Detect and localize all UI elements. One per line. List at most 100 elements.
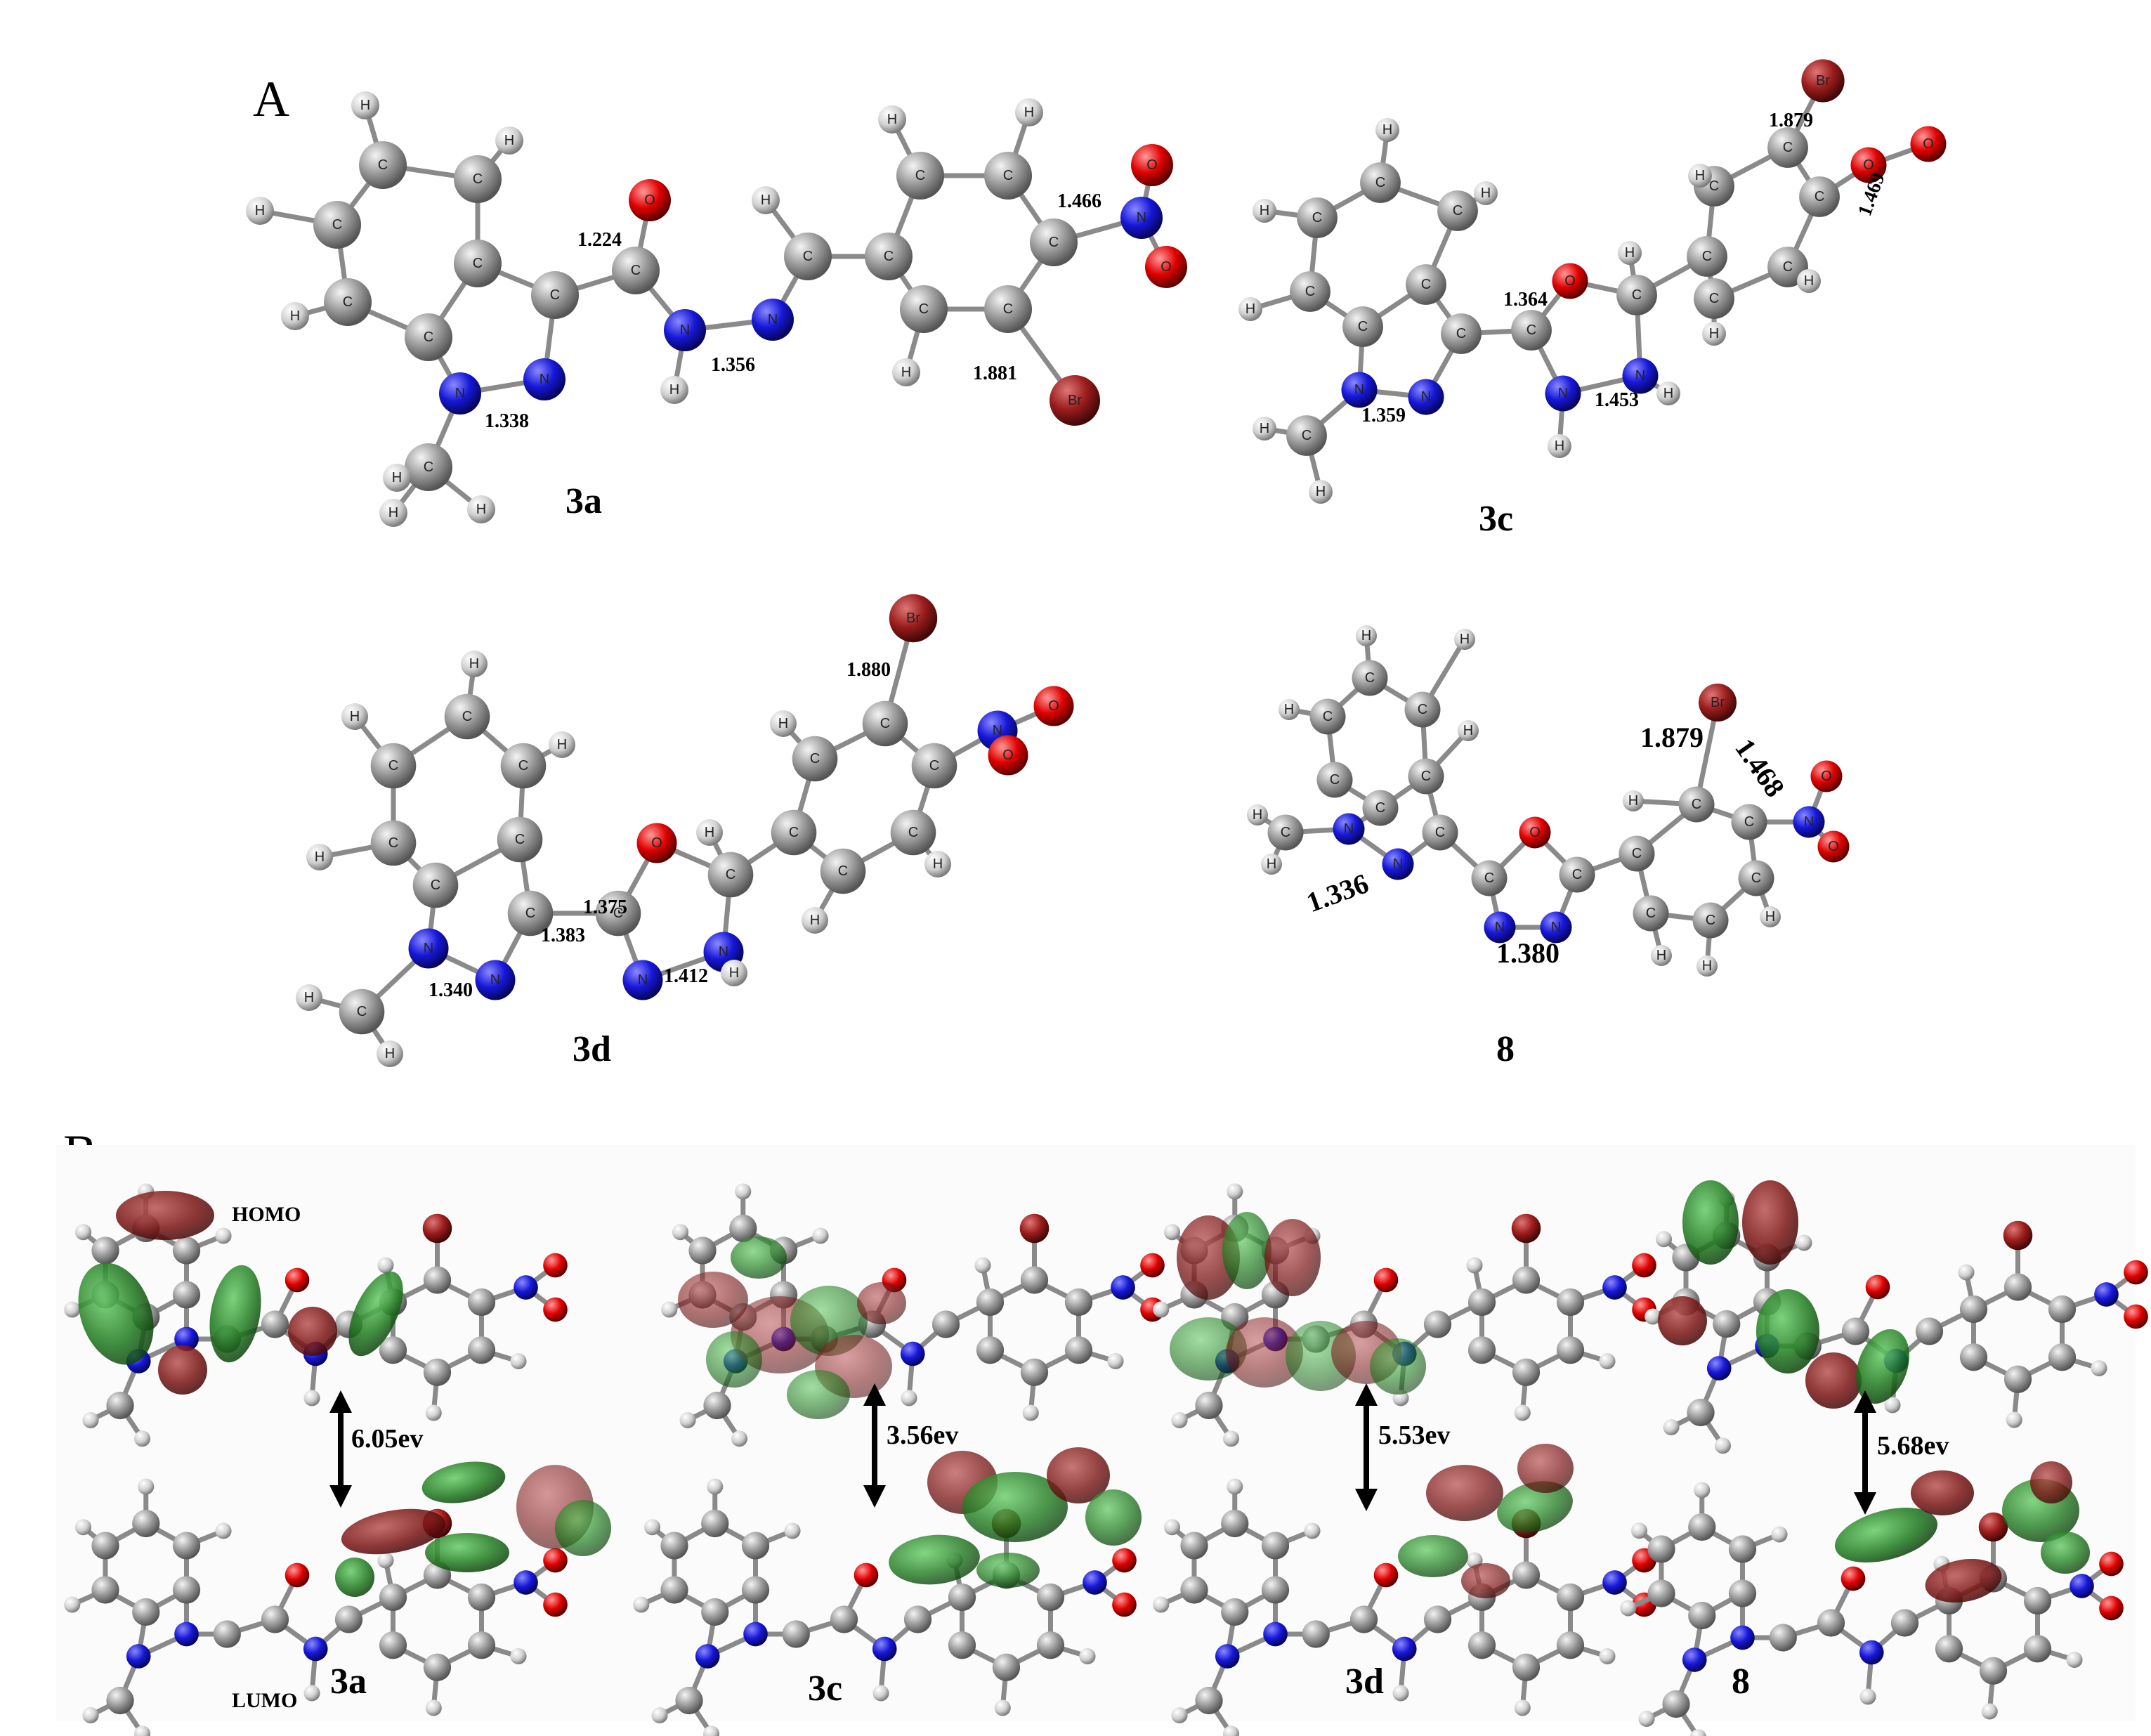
carbon-atom [948, 1583, 976, 1612]
carbon-atom [213, 1620, 241, 1648]
atom-symbol: H [1463, 723, 1473, 738]
carbon-atom [370, 743, 417, 789]
carbon-atom [1064, 1288, 1093, 1317]
oxygen-atom [1033, 686, 1074, 726]
atom-symbol: C [1709, 291, 1719, 306]
carbon-atom [612, 247, 660, 294]
carbon-atom [2023, 1635, 2052, 1663]
carbon-atom [2003, 1365, 2032, 1393]
bromine-atom [889, 594, 938, 643]
atom-symbol: C [1312, 210, 1322, 226]
carbon-atom [1728, 1535, 1757, 1563]
carbon-atom [507, 890, 554, 936]
atom-symbol: Br [1711, 695, 1725, 710]
bond-length-label: 1.879 [1640, 722, 1704, 753]
carbon-atom [1297, 197, 1338, 238]
nitrogen-atom [1215, 1644, 1240, 1669]
hydrogen-atom [1702, 322, 1726, 346]
hydrogen-atom [633, 1596, 650, 1613]
carbon-atom [1180, 1532, 1208, 1560]
hydrogen-atom [1022, 1404, 1039, 1421]
hydrogen-atom [1859, 1688, 1876, 1705]
bond-length-label: 1.340 [429, 979, 473, 1001]
hydrogen-atom [1651, 945, 1672, 966]
carbon-atom [1841, 1317, 1870, 1345]
orbital-caption-3a: 3a [330, 1662, 367, 1702]
carbon-atom [1619, 835, 1655, 872]
nitrogen-atom [872, 1636, 897, 1662]
hydrogen-atom [303, 1390, 320, 1407]
atom-symbol: C [1456, 326, 1466, 341]
atom-symbol: N [540, 372, 549, 387]
atom-symbol: O [1564, 273, 1576, 289]
atom-symbol: H [290, 308, 300, 324]
carbon-atom [1221, 1509, 1249, 1538]
atom-symbol: N [490, 972, 500, 988]
carbon-atom [2048, 1343, 2077, 1371]
nitrogen-atom [1083, 1570, 1107, 1595]
hydrogen-atom [721, 960, 747, 986]
hydrogen-atom [660, 376, 688, 404]
atom-symbol: C [343, 294, 353, 310]
hydrogen-atom [1599, 1647, 1616, 1665]
atom-symbol: C [1453, 203, 1463, 218]
orbital-lobe-positive [1834, 1508, 1938, 1562]
carbon-atom [405, 443, 452, 491]
hydrogen-atom [215, 1522, 232, 1539]
nitrogen-atom [1120, 197, 1163, 239]
orbital-lobe-positive [1370, 1338, 1426, 1395]
carbon-atom [313, 201, 361, 249]
atom-symbol: H [1267, 856, 1276, 872]
atom-symbol: C [378, 157, 388, 173]
hydrogen-atom [661, 1301, 678, 1318]
atom-symbol: H [1804, 273, 1814, 289]
hydrogen-atom [2091, 1359, 2107, 1377]
carbon-atom [675, 1686, 703, 1715]
nitrogen-atom [439, 372, 481, 415]
bromine-atom [1511, 1213, 1541, 1244]
carbon-atom [91, 1532, 119, 1560]
atom-symbol: C [1706, 913, 1715, 928]
hydrogen-atom [802, 907, 828, 934]
carbon-atom [741, 1532, 770, 1560]
atom-symbol: H [304, 990, 314, 1005]
hydrogen-atom [1771, 1526, 1788, 1543]
atom-symbol: C [631, 263, 641, 278]
atom-symbol: C [1365, 670, 1375, 686]
hydrogen-atom [1227, 1478, 1243, 1495]
bromine-atom [422, 1213, 452, 1244]
atom-symbol: C [1323, 709, 1333, 724]
oxygen-atom [1865, 1274, 1890, 1300]
atom-symbol: H [315, 849, 325, 865]
atom-symbol: C [550, 287, 560, 303]
hydrogen-atom [707, 1478, 724, 1495]
hydrogen-atom [892, 358, 920, 386]
carbon-atom [984, 152, 1032, 200]
atom-symbol: H [761, 192, 771, 208]
atom-symbol: C [1632, 846, 1642, 861]
carbon-atom [703, 1391, 731, 1420]
oxygen-atom [1112, 1548, 1137, 1573]
hydrogen-atom [64, 1596, 81, 1613]
carbon-atom [1688, 1601, 1716, 1630]
atom-symbol: N [638, 972, 648, 988]
carbon-atom [500, 743, 547, 789]
carbon-atom [1647, 1579, 1675, 1607]
atom-symbol: C [1003, 301, 1013, 317]
carbon-atom [1959, 1343, 1988, 1371]
atom-symbol: C [424, 459, 433, 475]
nitrogen-atom [1408, 379, 1444, 415]
hydrogen-atom [1015, 98, 1043, 126]
carbon-atom [1512, 1266, 1541, 1294]
carbon-atom [741, 1576, 770, 1604]
nitrogen-atom [2094, 1282, 2119, 1307]
nitrogen-atom [174, 1621, 199, 1647]
hydrogen-atom [1279, 699, 1300, 720]
carbon-atom [1512, 1561, 1541, 1589]
carbon-atom [1556, 1583, 1585, 1612]
atom-symbol: H [669, 382, 679, 398]
hydrogen-atom [1171, 1706, 1188, 1724]
atom-symbol: O [1161, 259, 1172, 275]
orbital-lobe-negative [1658, 1296, 1707, 1345]
